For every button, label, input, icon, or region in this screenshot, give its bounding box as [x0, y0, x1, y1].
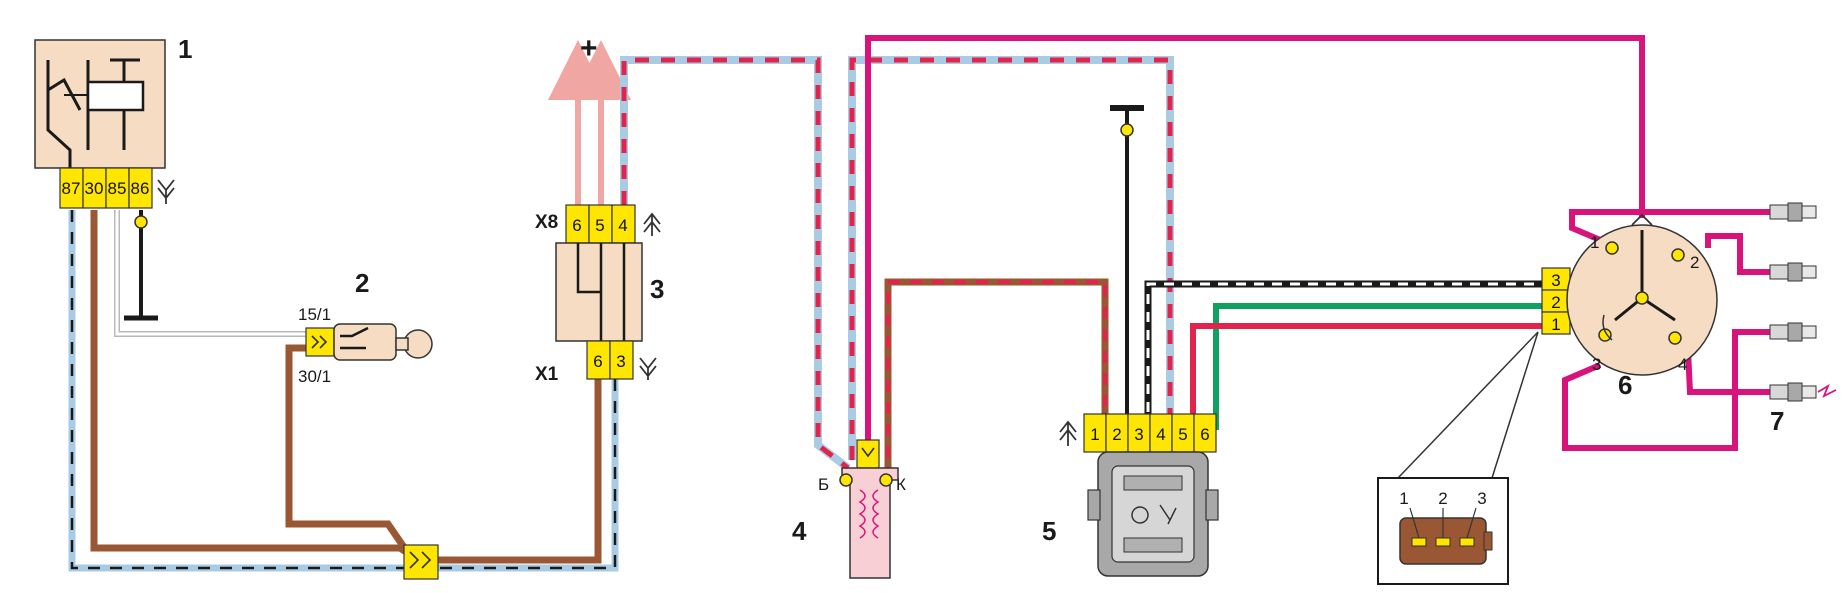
spark-icon: [1817, 383, 1837, 398]
commutator-pin-6: 6: [1200, 425, 1209, 444]
distributor-terminal-1: 1: [1590, 233, 1599, 252]
component-number-1: 1: [178, 34, 192, 64]
wire-brown-switch: [285, 344, 413, 558]
plus-label: +: [580, 32, 598, 65]
spark-plugs-7: 7: [1769, 202, 1837, 436]
ignition-coil-4: 4 Б К: [792, 439, 906, 579]
wire-brown-x1: [430, 365, 602, 564]
junction-connector: [403, 544, 439, 580]
pin-label-15-1: 15/1: [298, 305, 331, 324]
distributor-terminal-4: 4: [1678, 355, 1687, 374]
connector-male-icon: [643, 212, 661, 236]
mount-block-3: 3 + X8 X1 6 5 4 6 3: [535, 32, 664, 385]
commutator-pin-1: 1: [1090, 425, 1099, 444]
distributor-connector: 3 2 1: [1541, 267, 1571, 335]
wire-magenta-plug4: [1685, 349, 1770, 395]
wire-red-commutator-dist1: [1190, 323, 1565, 430]
relay-pin-86: 86: [131, 179, 150, 198]
commutator-pin-3: 3: [1134, 425, 1143, 444]
sensor-pin-3: 3: [1477, 489, 1486, 508]
wire-magenta-plug1: [1569, 209, 1770, 248]
x1-pin-3: 3: [616, 352, 625, 371]
relay-connector: 87 30 85 86: [59, 167, 153, 209]
commutator-5: 5 1 2 3 4 5 6: [1042, 413, 1219, 577]
spark-plug-icon: [1769, 202, 1817, 222]
x8-pin-4: 4: [618, 216, 627, 235]
coil-terminal-k: К: [896, 475, 906, 494]
wire-blue-red-x8-coil: [620, 56, 851, 472]
ignition-switch-2: 2 15/1 30/1: [298, 268, 433, 386]
sensor-connector-inset: 1 2 3: [1377, 477, 1509, 585]
distributor-terminal-3: 3: [1592, 355, 1601, 374]
x8-connector: 6 5 4: [565, 204, 636, 244]
wire-blue-black-bottom: [68, 210, 619, 572]
connector-label-x8: X8: [535, 212, 558, 233]
spark-plug-icon: [1769, 262, 1817, 282]
wire-magenta-plug3: [1562, 329, 1770, 451]
distributor-terminal-2: 2: [1690, 253, 1699, 272]
relay-pin-87: 87: [62, 179, 81, 198]
commutator-pin-2: 2: [1112, 425, 1121, 444]
sensor-pin-2: 2: [1438, 489, 1447, 508]
pin-label-30-1: 30/1: [298, 367, 331, 386]
spark-plug-icon: [1769, 382, 1817, 402]
wire-brown-red-coil-commutator: [884, 278, 1109, 480]
wire-magenta-plug2: [1705, 233, 1770, 275]
sensor-pin-1: 1: [1399, 489, 1408, 508]
component-number-2: 2: [355, 268, 369, 298]
wire-white-relay85: [114, 210, 306, 337]
wire-blue-red-coil-commutator: [848, 56, 1174, 460]
connector-male-icon: [1631, 213, 1653, 226]
x1-pin-6: 6: [593, 352, 602, 371]
component-number-3: 3: [650, 274, 664, 304]
x1-connector: 6 3: [586, 340, 634, 380]
x8-pin-6: 6: [572, 216, 581, 235]
coil-terminal-b: Б: [818, 475, 829, 494]
distributor-pin-2: 2: [1551, 293, 1560, 312]
distributor-pin-3: 3: [1551, 271, 1560, 290]
wires: [68, 35, 1770, 572]
spark-plug-icon: [1769, 322, 1817, 342]
relay-1: 87 30 85 86 1: [34, 34, 192, 209]
x8-pin-5: 5: [595, 216, 604, 235]
component-number-4: 4: [792, 516, 807, 546]
wire-magenta-hv: [865, 35, 1645, 440]
commutator-pin-5: 5: [1178, 425, 1187, 444]
connector-label-x1: X1: [535, 364, 559, 385]
commutator-connector: 1 2 3 4 5 6: [1083, 413, 1217, 453]
connector-male-icon: [1059, 420, 1077, 446]
wire-green-commutator-dist2: [1213, 303, 1565, 430]
relay-pin-85: 85: [108, 179, 127, 198]
relay-pin-30: 30: [85, 179, 104, 198]
commutator-pin-4: 4: [1156, 425, 1165, 444]
connector-female-icon: [157, 179, 175, 204]
component-number-5: 5: [1042, 516, 1056, 546]
connector-female-icon: [639, 357, 657, 380]
component-number-7: 7: [1770, 406, 1784, 436]
component-number-6: 6: [1618, 370, 1632, 400]
distributor-pin-1: 1: [1551, 315, 1560, 334]
distributor-6: 6 3 2 1 1 2 3 4: [1541, 213, 1718, 400]
